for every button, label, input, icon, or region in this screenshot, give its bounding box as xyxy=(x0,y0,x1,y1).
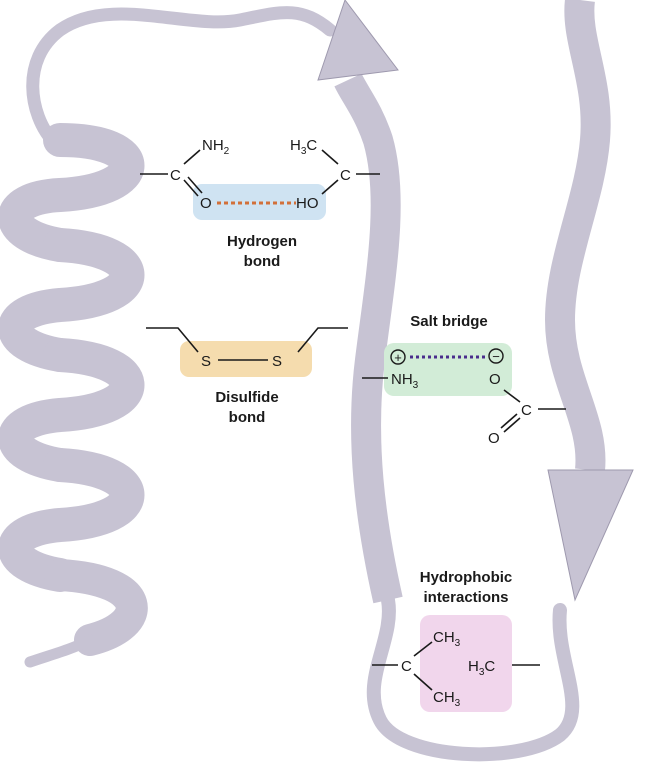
carboxylate-o-minus: O xyxy=(489,371,501,388)
beta-strand-right xyxy=(544,0,634,602)
carboxylate-oxygen: O xyxy=(488,430,500,447)
positive-charge-icon: + xyxy=(394,350,402,365)
amide-nh2: NH2 xyxy=(202,137,230,157)
hydrophobic-group: Hydrophobic interactions C CH3 CH3 H3C xyxy=(372,569,540,712)
methyl-h3c: H3C xyxy=(290,137,317,157)
hydrophobic-highlight xyxy=(420,615,512,712)
beta-strand-center xyxy=(317,0,403,604)
amide-carbon: C xyxy=(170,167,181,184)
carboxylate-carbon: C xyxy=(521,402,532,419)
disulfide-bond-highlight xyxy=(180,341,312,377)
salt-bridge-label: Salt bridge xyxy=(410,313,488,330)
hydrogen-bond-label-line2: bond xyxy=(244,253,281,270)
sulfur-right: S xyxy=(272,353,282,370)
sulfur-left: S xyxy=(201,353,211,370)
alpha-helix xyxy=(0,123,148,668)
disulfide-bond-label-line1: Disulfide xyxy=(215,389,278,406)
methyl-top: CH3 xyxy=(433,629,461,649)
hydroxyl-carbon: C xyxy=(340,167,351,184)
hydrophobic-label-line2: interactions xyxy=(423,589,508,606)
protein-ribbon xyxy=(0,0,634,762)
hydrophobic-label-line1: Hydrophobic xyxy=(420,569,513,586)
hydrogen-bond-label-line1: Hydrogen xyxy=(227,233,297,250)
top-loop xyxy=(26,6,337,147)
amide-oxygen: O xyxy=(200,195,212,212)
isopropyl-carbon: C xyxy=(401,658,412,675)
disulfide-bond-label-line2: bond xyxy=(229,409,266,426)
methyl-right: H3C xyxy=(468,658,495,678)
salt-bridge-group: Salt bridge + − NH3 O C O xyxy=(362,313,566,447)
amine-nh3: NH3 xyxy=(391,371,419,391)
hydrogen-bond-group: C NH2 O HO C H3C Hydrogen bond xyxy=(140,137,380,270)
bottom-loop xyxy=(366,593,580,762)
methyl-bottom: CH3 xyxy=(433,689,461,709)
hydroxyl-ho: HO xyxy=(296,195,319,212)
negative-charge-icon: − xyxy=(492,349,500,364)
disulfide-bond-group: S S Disulfide bond xyxy=(146,327,348,426)
